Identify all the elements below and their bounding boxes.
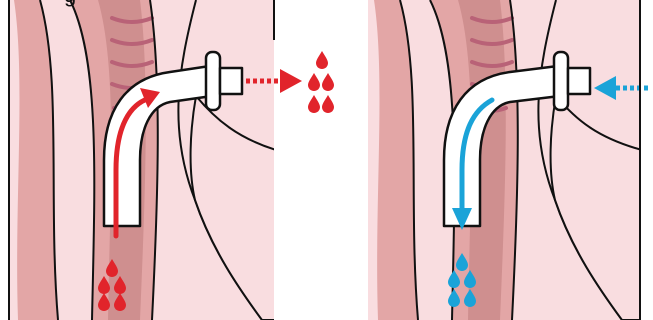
tube-connector: [568, 68, 590, 94]
tube-flange: [554, 52, 568, 110]
irrigation-panel: [368, 0, 648, 320]
top-label: g: [64, 0, 76, 6]
tube-flange: [206, 52, 220, 110]
suction-panel: [9, 0, 334, 320]
tube-connector: [220, 68, 242, 94]
